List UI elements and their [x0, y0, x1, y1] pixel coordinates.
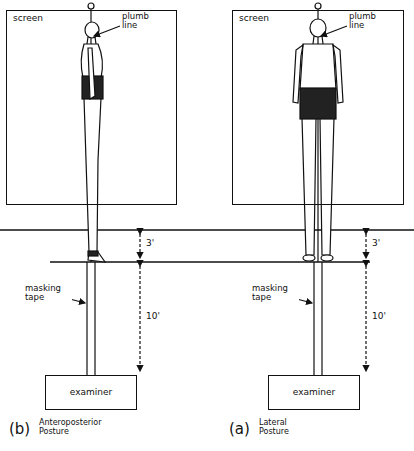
examiner-box: examiner [268, 375, 360, 410]
panel-letter: (b) [8, 421, 40, 438]
panel-letter: (a) [228, 421, 260, 438]
screen-panel: screen [6, 10, 177, 205]
floor-line [0, 229, 414, 231]
back-view-figure [293, 19, 343, 261]
dimension-label: 10' [145, 312, 173, 322]
plumb-bob [315, 3, 321, 9]
masking-tape-label: masking tape [251, 284, 299, 303]
node-label: screen [238, 14, 270, 24]
node-label: examiner [289, 386, 339, 400]
plumb-line-label: plumb line [348, 12, 386, 31]
masking-tape-label: masking tape [24, 284, 72, 303]
masking-tape [87, 262, 322, 375]
panel-caption: Anteroposterior Posture [38, 419, 122, 437]
screen-panel: screen [232, 10, 404, 205]
dimension-label: 10' [371, 312, 399, 322]
dimension-label: 3' [371, 239, 397, 249]
plumb-line-label: plumb line [121, 12, 159, 31]
leader-line [66, 26, 347, 303]
examiner-box: examiner [45, 375, 137, 410]
node-label: examiner [66, 386, 116, 400]
panel-caption: Lateral Posture [258, 419, 312, 437]
node-label: screen [12, 14, 44, 24]
dimension-line [140, 234, 366, 371]
dimension-label: 3' [145, 239, 171, 249]
side-view-figure [81, 22, 105, 262]
plumb-bob [88, 3, 94, 9]
